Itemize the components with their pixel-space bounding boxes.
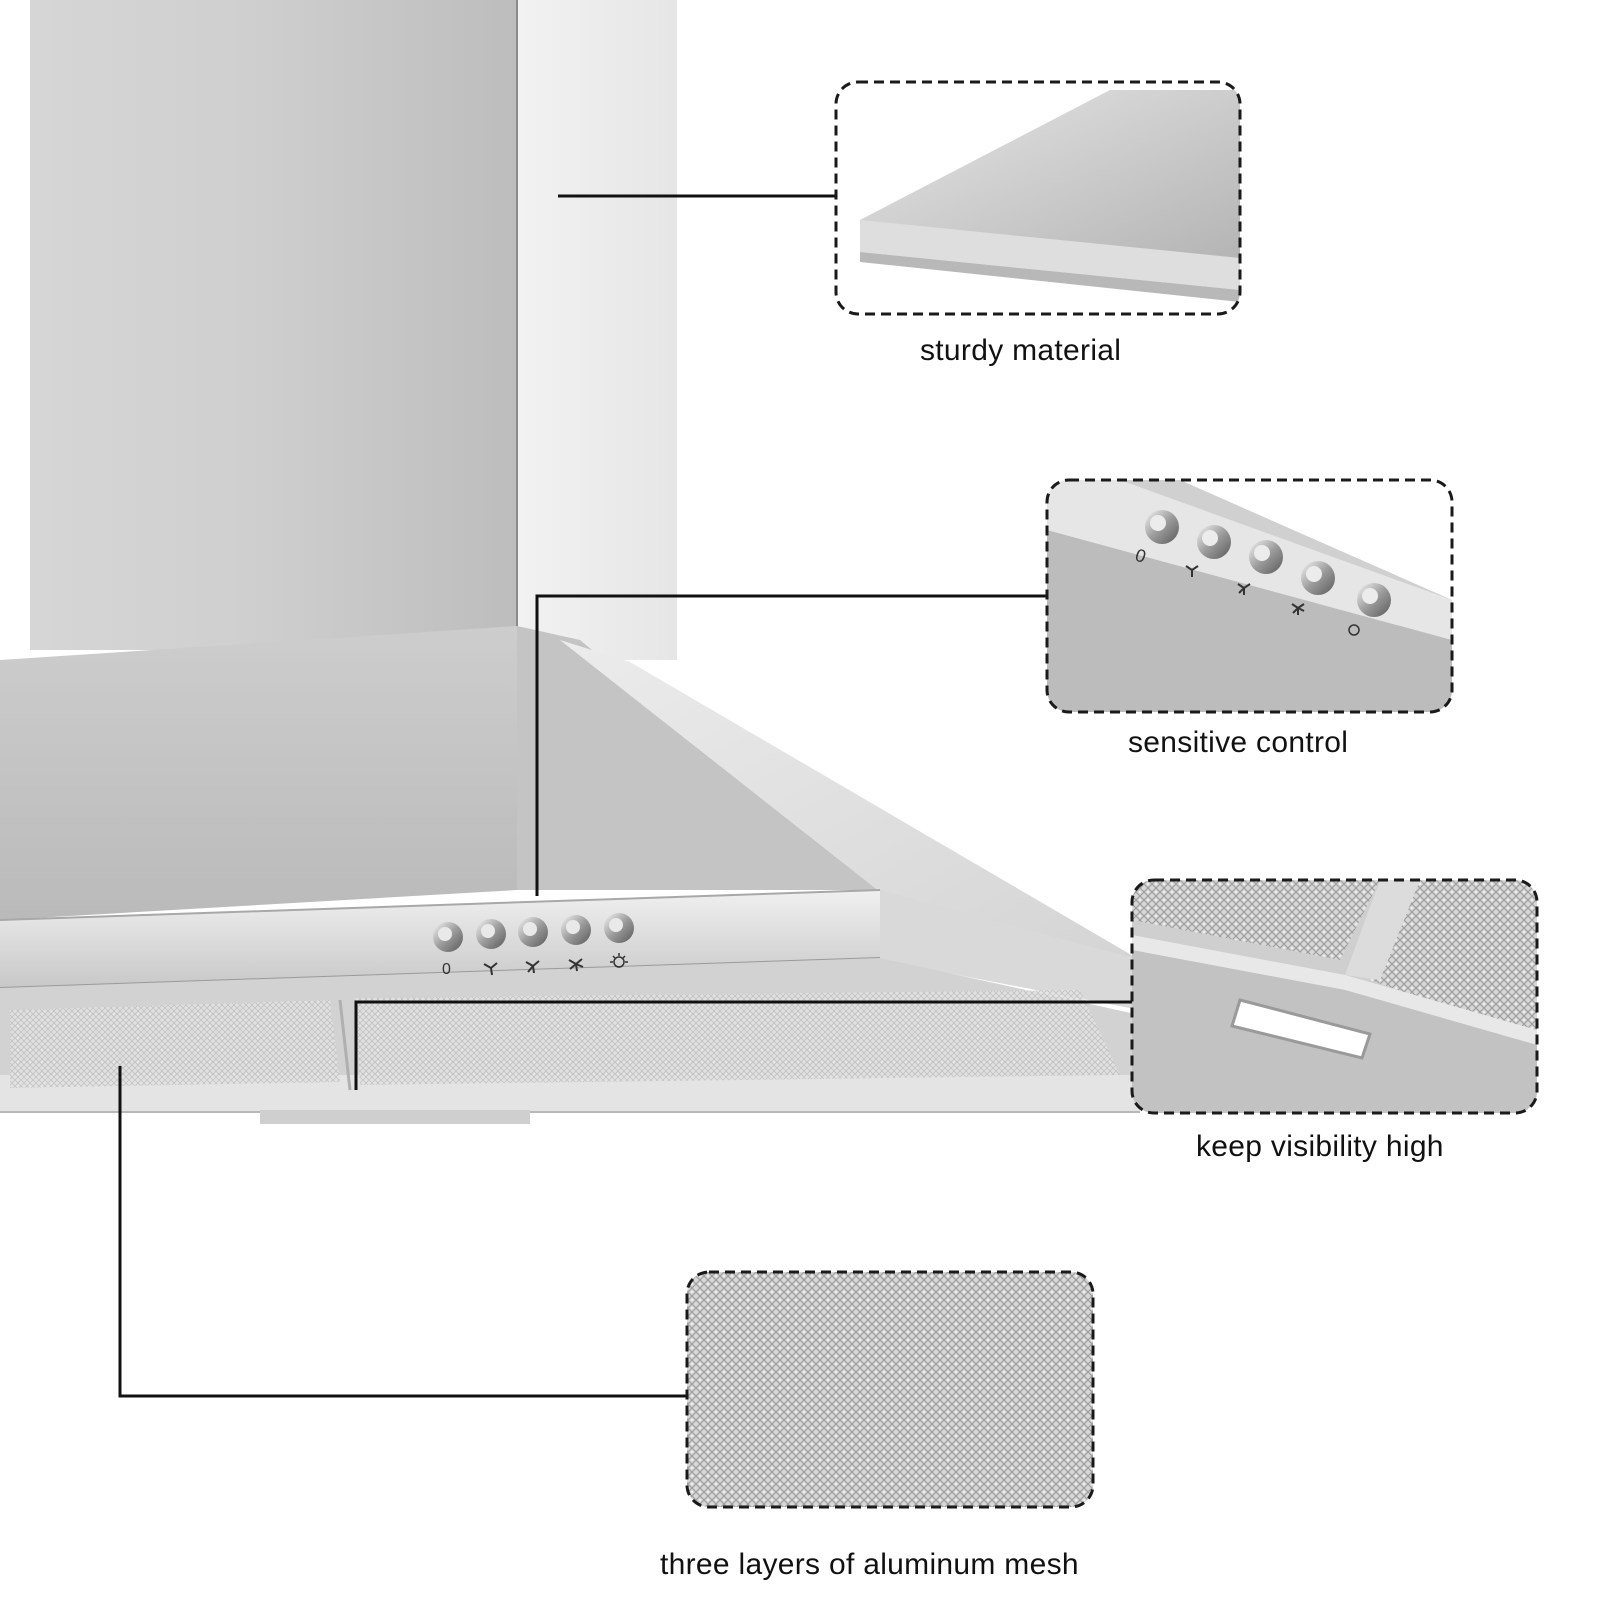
leader-visibility bbox=[354, 1000, 1132, 1090]
leader-mesh bbox=[118, 1066, 687, 1398]
callout-sturdy-material bbox=[834, 80, 1242, 316]
hood-control-knobs: 0 bbox=[433, 913, 634, 978]
callout-aluminum-mesh bbox=[685, 1270, 1095, 1509]
callout-keep-visibility-high bbox=[1130, 878, 1539, 1115]
aluminum-mesh-icon bbox=[687, 1272, 1093, 1507]
knob-light bbox=[604, 913, 634, 943]
light-bulb-icon bbox=[610, 953, 628, 968]
knob-off bbox=[433, 922, 463, 952]
hood-chimney bbox=[30, 0, 677, 660]
leader-lines bbox=[118, 194, 1132, 1398]
leader-sensitive bbox=[535, 594, 1047, 896]
label-keep-visibility-high: keep visibility high bbox=[1196, 1130, 1444, 1163]
callout-sensitive-control: 0 bbox=[1045, 478, 1454, 714]
chimney-panel-icon bbox=[860, 90, 1240, 302]
fan-mid-icon bbox=[525, 960, 540, 974]
symbol-off: 0 bbox=[442, 961, 451, 978]
led-light-icon bbox=[1132, 880, 1537, 1113]
knob-fan-high bbox=[561, 915, 591, 945]
label-aluminum-mesh: three layers of aluminum mesh bbox=[660, 1548, 1079, 1581]
hood-canopy bbox=[0, 626, 1140, 1124]
knob-fan-mid bbox=[518, 917, 548, 947]
fan-high-icon bbox=[568, 958, 584, 972]
label-sensitive-control: sensitive control bbox=[1128, 726, 1349, 759]
label-sturdy-material: sturdy material bbox=[920, 334, 1122, 367]
fan-low-icon bbox=[483, 962, 498, 976]
control-knobs-icon: 0 bbox=[1047, 480, 1452, 712]
knob-fan-low bbox=[476, 919, 506, 949]
